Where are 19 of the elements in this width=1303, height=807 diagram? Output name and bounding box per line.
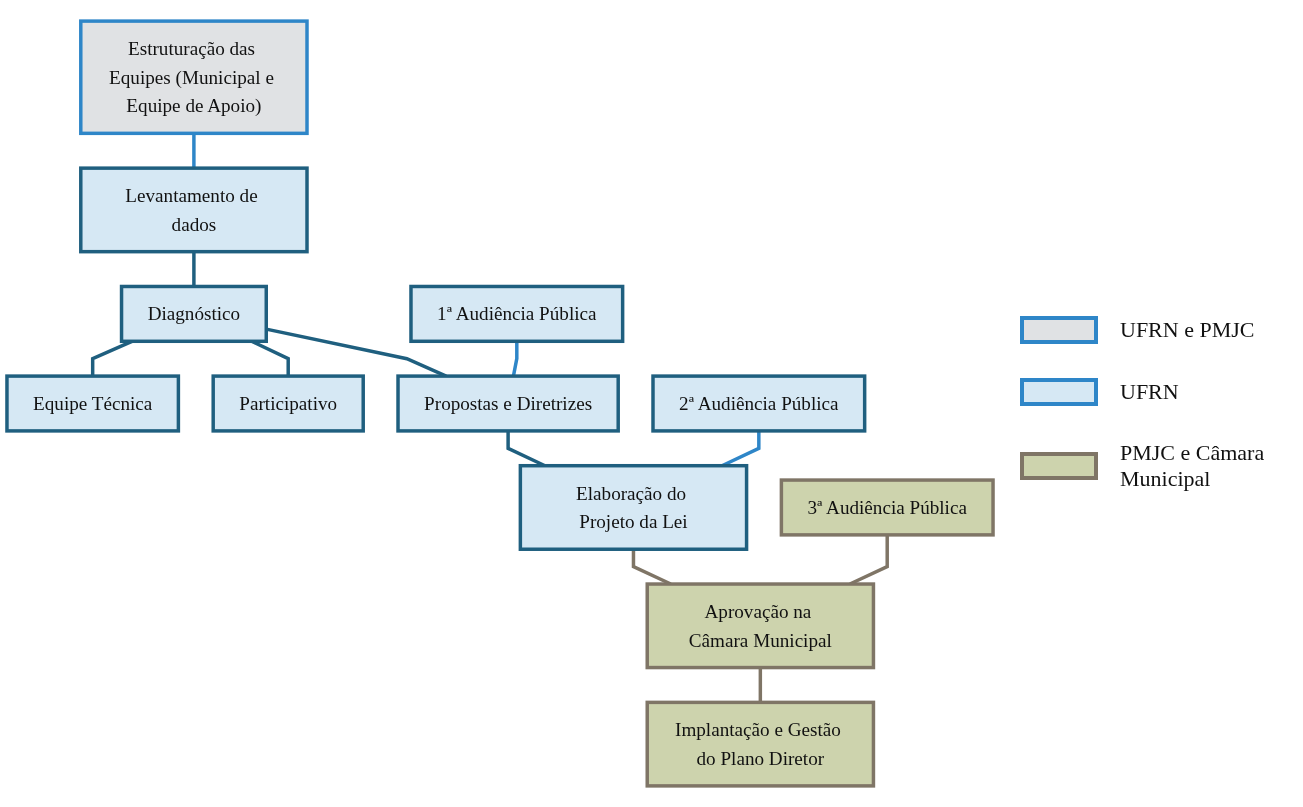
legend-label: UFRN e PMJC: [1120, 316, 1256, 343]
legend-label: PMJC e Câmara Municipal: [1120, 439, 1266, 492]
node-box: Participativo: [211, 374, 365, 433]
node-box: 1ª Audiência Pública: [409, 284, 625, 344]
connector: [511, 341, 519, 377]
connector: [758, 667, 763, 703]
node-box: 2ª Audiência Pública: [651, 374, 867, 433]
connector: [192, 251, 196, 287]
node-box: 3ª Audiência Pública: [779, 478, 995, 537]
node-box: Diagnóstico: [119, 284, 268, 344]
node-box: Levantamento de dados: [79, 166, 309, 254]
legend-label: UFRN: [1120, 378, 1180, 405]
node-box: Equipe Técnica: [5, 374, 181, 433]
node-box: Propostas e Diretrizes: [396, 374, 620, 433]
node-box: Estruturação das Equipes (Municipal e Equipe de Apoio): [79, 19, 309, 136]
node-box: Elaboração do Projeto da Lei: [518, 463, 749, 551]
node-box: Aprovação na Câmara Municipal: [645, 582, 876, 670]
node-box: Implantação e Gestão do Plano Diretor: [645, 700, 876, 788]
connector: [192, 133, 196, 169]
